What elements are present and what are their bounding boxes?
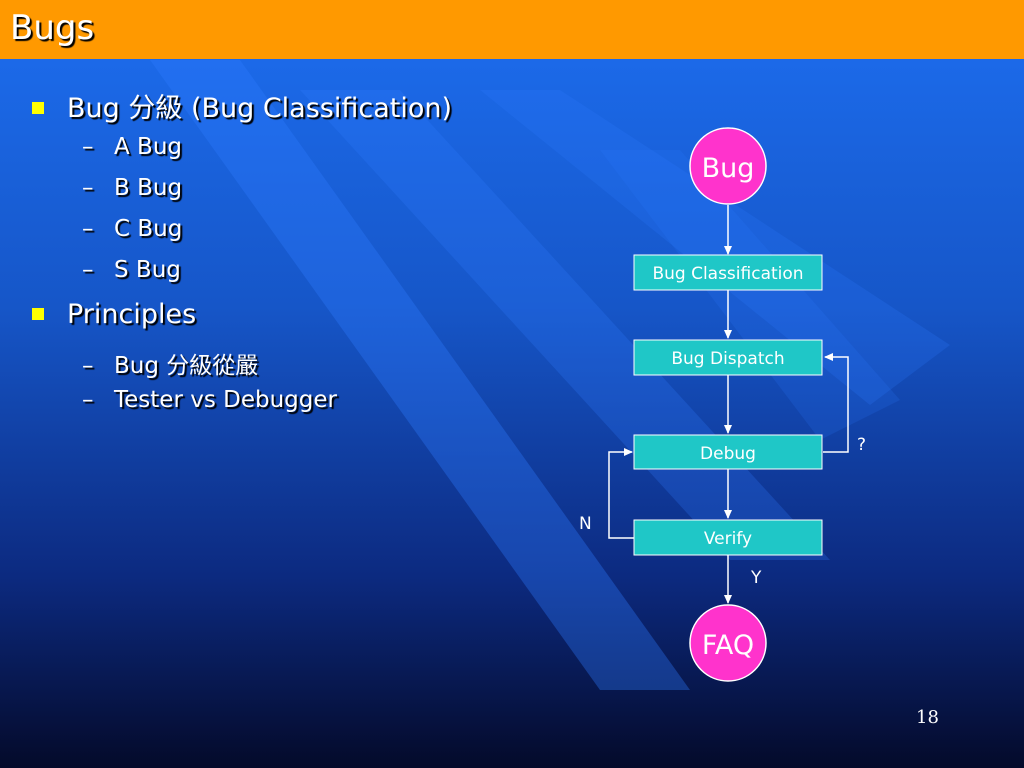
slide-title: Bugs (10, 8, 95, 48)
step-debug (633, 434, 823, 470)
deco-stripe (600, 150, 900, 440)
start-node-label: Bug (702, 153, 755, 184)
slide-number: 18 (916, 707, 939, 728)
bullet-text: Bug 分級 (Bug Classification) (67, 93, 453, 124)
title-bar: Bugs (0, 0, 1024, 59)
square-bullet-icon (32, 101, 44, 114)
step-label: Debug (700, 444, 756, 464)
sub-bullet-text: C Bug (114, 216, 183, 242)
arrow-debug-loop-to-dispatch (823, 353, 849, 453)
step-verify (633, 519, 823, 556)
deco-stripe (150, 60, 690, 690)
sub-bullet-text: Bug 分級從嚴 (114, 353, 259, 379)
sub-bullet: –C Bug (82, 216, 183, 242)
sub-bullet-text: A Bug (114, 134, 183, 160)
sub-bullet-text: S Bug (114, 257, 181, 283)
sub-bullet: –A Bug (82, 134, 183, 160)
bullet-principles: Principles (32, 299, 196, 330)
no-label: N (579, 514, 592, 534)
step-label: Bug Classification (652, 264, 803, 284)
yes-label: Y (750, 568, 762, 588)
arrow-verify-no-to-debug (608, 448, 634, 539)
loop-label: ? (857, 435, 866, 455)
bullet-text: Principles (67, 299, 197, 330)
bullet-classification: Bug 分級 (Bug Classification) (32, 86, 452, 125)
sub-bullet-text: B Bug (114, 175, 183, 201)
end-node-label: FAQ (702, 630, 754, 661)
step-bug-classification (633, 254, 823, 291)
sub-bullet: –S Bug (82, 257, 181, 283)
step-label: Verify (704, 529, 752, 549)
square-bullet-icon (32, 307, 44, 320)
sub-bullet: –Bug 分級從嚴 (82, 353, 259, 379)
sub-bullet-text: Tester vs Debugger (114, 387, 337, 413)
start-node-bug (689, 127, 767, 205)
step-bug-dispatch (633, 339, 823, 376)
sub-bullet: –Tester vs Debugger (82, 387, 337, 413)
deco-stripe (480, 90, 950, 405)
end-node-faq (689, 604, 767, 682)
sub-bullet: –B Bug (82, 175, 183, 201)
step-label: Bug Dispatch (671, 349, 784, 369)
